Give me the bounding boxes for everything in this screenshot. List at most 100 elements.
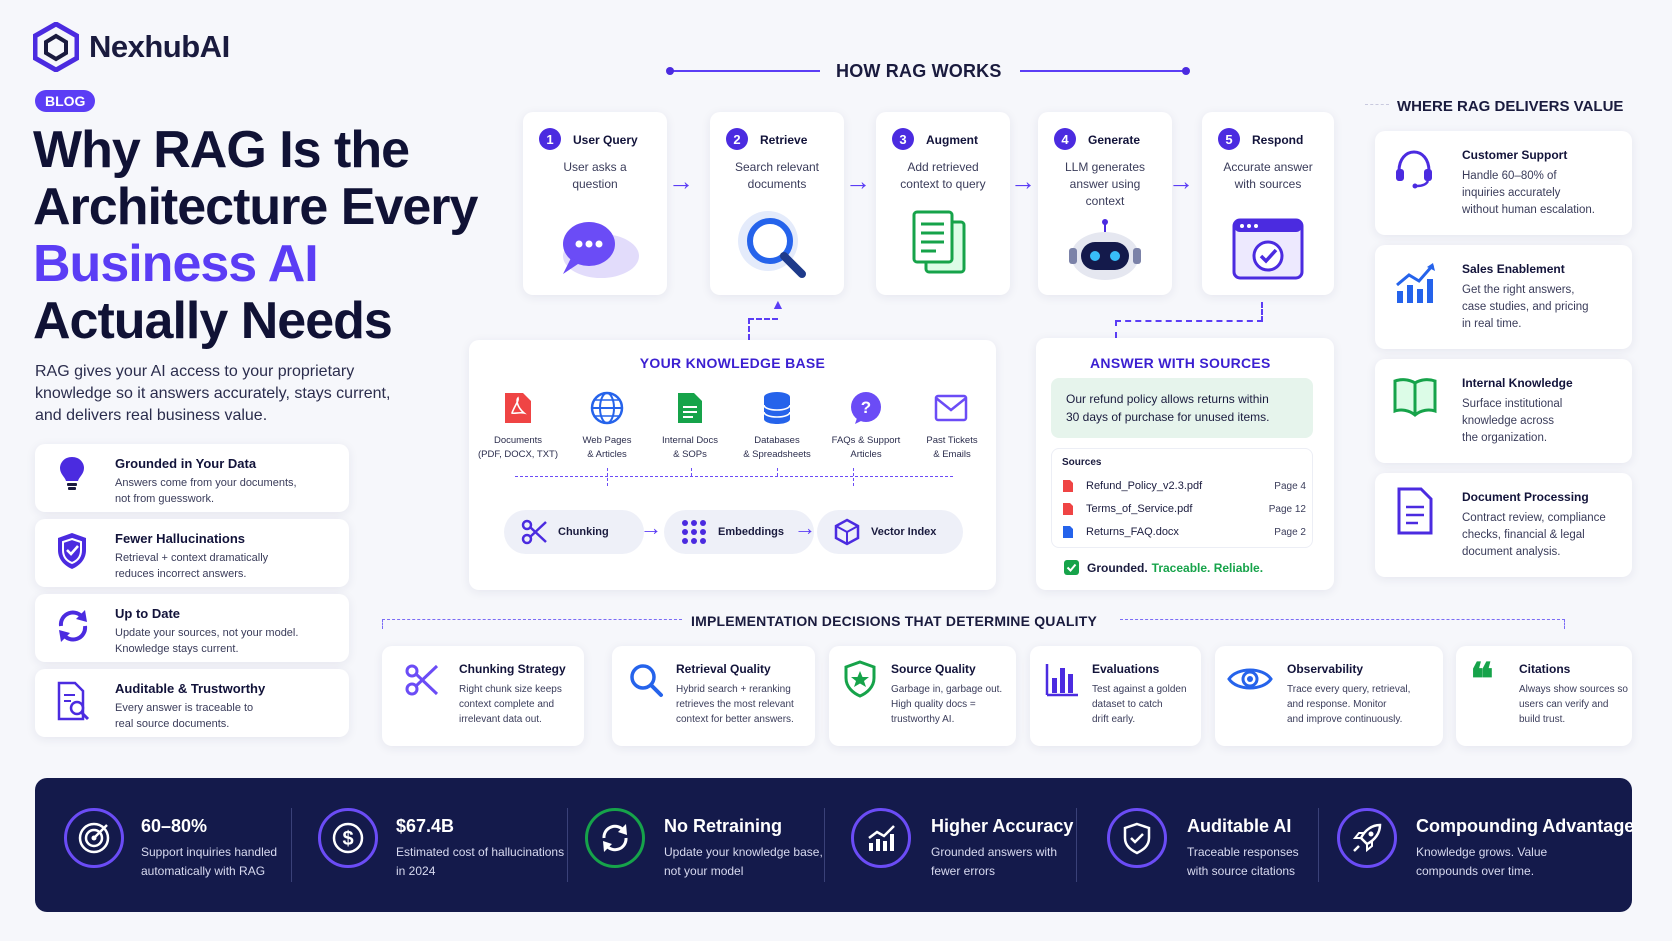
pdf-icon <box>505 393 531 423</box>
shield-check-icon <box>1107 808 1167 868</box>
brand-name: NexhubAI <box>89 29 230 64</box>
step-card-retrieve: 2 Retrieve Search relevant documents <box>710 112 844 295</box>
feature-desc: Update your sources, not your model. Kno… <box>115 625 298 657</box>
pipeline-label: Vector Index <box>871 526 937 538</box>
kb-source-line: FAQs & Support <box>831 435 901 446</box>
source-row[interactable]: Refund_Policy_v2.3.pdf Page 4 <box>1062 477 1306 495</box>
stat-divider <box>291 808 292 882</box>
feature-card-hallucinations: Fewer Hallucinations Retrieval + context… <box>35 519 349 587</box>
feature-card-grounded: Grounded in Your Data Answers come from … <box>35 444 349 512</box>
feature-desc-line: not from guesswork. <box>115 493 215 505</box>
step-card-augment: 3 Augment Add retrieved context to query <box>876 112 1010 295</box>
feature-desc-line: reduces incorrect answers. <box>115 568 247 580</box>
value-item-title: Internal Knowledge <box>1462 376 1573 390</box>
value-desc-line: inquiries accurately <box>1462 187 1561 199</box>
value-desc-line: in real time. <box>1462 318 1522 330</box>
source-page: Page 12 <box>1268 503 1306 515</box>
value-title-dot <box>1365 104 1389 105</box>
value-desc-line: Contract review, compliance <box>1462 512 1606 524</box>
cube-icon <box>834 518 860 546</box>
source-file: Returns_FAQ.docx <box>1086 526 1179 538</box>
scissors-icon <box>521 519 547 545</box>
robot-icon <box>1069 219 1141 280</box>
value-desc-line: knowledge across <box>1462 415 1555 427</box>
stat-desc: Estimated cost of hallucinations in 2024 <box>396 843 564 881</box>
arrow-right-icon: → <box>1168 166 1194 196</box>
refresh-icon <box>58 610 88 642</box>
stat-title: 60–80% <box>141 816 208 836</box>
checkbox-check-icon <box>1064 560 1079 575</box>
magnifier-icon <box>738 211 806 278</box>
value-title: WHERE RAG DELIVERS VALUE <box>1397 98 1624 115</box>
star-shield-icon <box>844 660 876 698</box>
source-row[interactable]: Terms_of_Service.pdf Page 12 <box>1062 500 1306 518</box>
decision-title: Citations <box>1519 662 1571 676</box>
brand-logo[interactable]: NexhubAI <box>33 22 230 72</box>
kb-merge-line <box>691 468 692 476</box>
step-number: 1 <box>539 128 561 150</box>
svg-text:?: ? <box>861 398 871 417</box>
decision-title: Observability <box>1287 662 1364 676</box>
value-item-title: Customer Support <box>1462 148 1568 162</box>
source-row[interactable]: Returns_FAQ.docx Page 2 <box>1062 523 1306 541</box>
hero-title: Why RAG Is the Architecture Every Busine… <box>33 122 503 350</box>
step-desc-line: with sources <box>1234 177 1302 191</box>
kb-source-line: & SOPs <box>673 449 707 460</box>
database-icon <box>763 392 791 424</box>
value-desc-line: case studies, and pricing <box>1462 301 1589 313</box>
decision-desc-line: irrelevant data out. <box>459 714 542 725</box>
decisions-title: IMPLEMENTATION DECISIONS THAT DETERMINE … <box>691 613 1098 629</box>
feature-title: Fewer Hallucinations <box>115 531 246 546</box>
how-title-dot-left <box>666 67 674 75</box>
lightbulb-icon <box>60 457 84 490</box>
decision-desc-line: retrieves the most relevant <box>676 699 794 710</box>
feature-desc-line: Knowledge stays current. <box>115 643 239 655</box>
sources-box: Sources Refund_Policy_v2.3.pdf Page 4 Te… <box>1051 448 1313 548</box>
value-desc-line: document analysis. <box>1462 546 1561 558</box>
decision-desc-line: trustworthy AI. <box>891 714 955 725</box>
kb-merge-line <box>515 476 953 477</box>
document-search-icon <box>57 681 90 721</box>
decision-desc: Right chunk size keeps context complete … <box>459 682 562 727</box>
how-title-line-left <box>670 70 820 72</box>
stat-desc-line: compounds over time. <box>1416 864 1535 878</box>
globe-icon <box>590 391 624 425</box>
value-card-customer-support: Customer Support Handle 60–80% of inquir… <box>1375 131 1632 235</box>
step-number: 4 <box>1054 128 1076 150</box>
answer-bubble: Our refund policy allows returns within … <box>1051 378 1313 438</box>
kb-source-line: Internal Docs <box>662 435 718 446</box>
pipeline-label: Embeddings <box>718 526 785 538</box>
stat-title: $67.4B <box>396 816 455 836</box>
stat-divider <box>1076 808 1077 882</box>
kb-title: YOUR KNOWLEDGE BASE <box>639 355 826 371</box>
answer-footer-b: Traceable. Reliable. <box>1151 560 1264 575</box>
pipeline-embeddings: Embeddings <box>664 510 814 554</box>
stat-divider <box>567 808 568 882</box>
stat-desc: Knowledge grows. Value compounds over ti… <box>1416 843 1547 881</box>
step-card-user-query: 1 User Query User asks a question <box>523 112 667 295</box>
decision-title: Evaluations <box>1092 662 1160 676</box>
answer-connector <box>1115 320 1263 338</box>
source-file: Refund_Policy_v2.3.pdf <box>1086 480 1203 492</box>
stat-divider <box>1318 808 1319 882</box>
kb-connector <box>748 318 778 340</box>
decision-card-evaluations: Evaluations Test against a golden datase… <box>1030 646 1201 746</box>
decision-card-source-quality: Source Quality Garbage in, garbage out. … <box>829 646 1016 746</box>
value-desc-line: Handle 60–80% of <box>1462 170 1557 182</box>
step-desc-line: Search relevant <box>734 160 820 174</box>
word-doc-icon <box>1063 526 1073 538</box>
blog-badge[interactable]: BLOG <box>35 90 96 112</box>
knowledge-base-panel: YOUR KNOWLEDGE BASE Documents(PDF, DOCX,… <box>469 340 996 590</box>
stat-desc-line: Estimated cost of hallucinations <box>396 845 565 859</box>
step-desc: Search relevant documents <box>710 159 844 193</box>
kb-merge-line <box>853 468 854 486</box>
kb-merge-line <box>777 468 778 476</box>
feature-desc-line: Retrieval + context dramatically <box>115 552 269 564</box>
dots-grid-icon <box>682 520 706 544</box>
kb-source-label: Databases& Spreadsheets <box>722 434 832 462</box>
pdf-icon <box>1063 480 1073 492</box>
scissors-icon <box>405 664 439 696</box>
value-item-desc: Handle 60–80% of inquiries accurately wi… <box>1462 168 1595 219</box>
eye-icon <box>1227 668 1273 690</box>
